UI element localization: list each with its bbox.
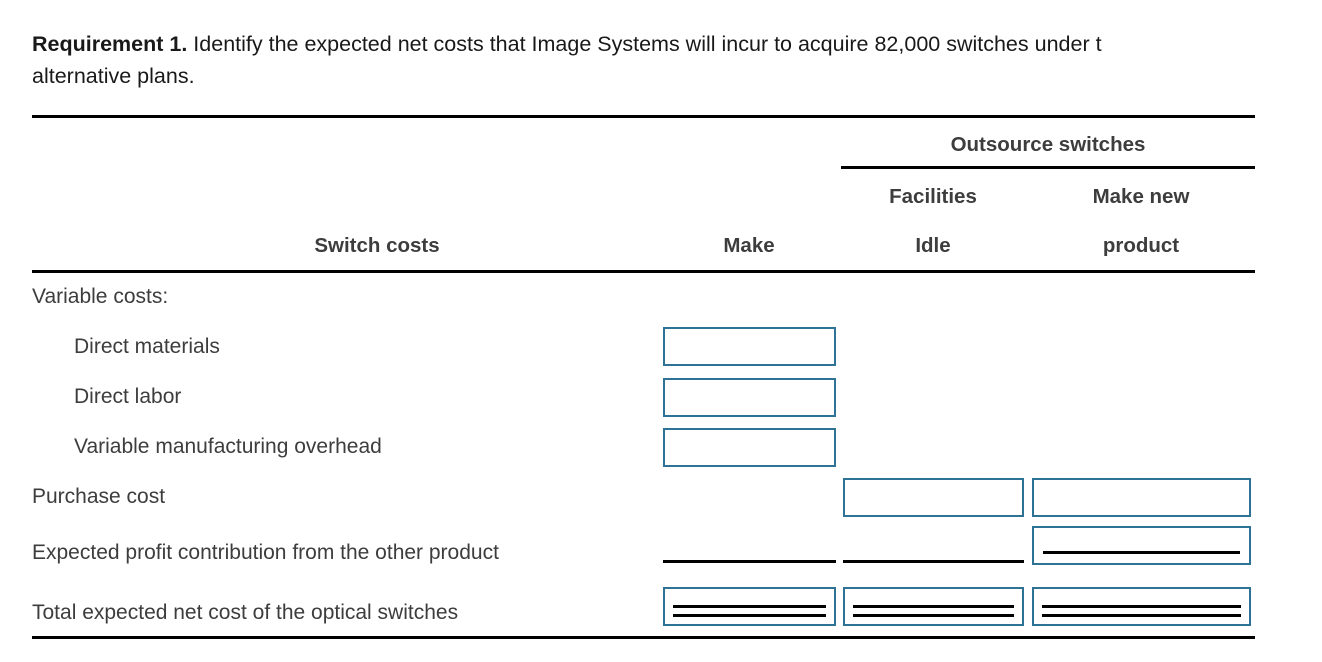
row-label-direct-materials: Direct materials [74,335,220,358]
subtotal-underline-expected-profit-make [663,560,836,563]
subtotal-underline-expected-profit-make-new-product [1043,551,1240,554]
column-header-make-new-product: product [1102,234,1180,257]
outsource-group-rule [841,166,1255,169]
total-double-underline-top-facilities-idle [853,605,1014,608]
input-expected-profit-contribution-make-new-product[interactable] [1032,526,1251,565]
column-header-make-new: Make new [1092,185,1190,208]
column-header-facilities-idle: Idle [915,234,951,257]
total-double-underline-bottom-facilities-idle [853,614,1014,617]
input-direct-materials-make[interactable] [663,327,836,366]
column-group-header-outsource-switches: Outsource switches [950,133,1146,156]
input-total-expected-net-cost-make-new-product[interactable] [1032,587,1251,626]
requirement-text-line1: Identify the expected net costs that Ima… [187,32,1102,56]
table-top-rule [32,115,1255,118]
total-double-underline-top-make [673,605,826,608]
table-bottom-rule [32,636,1255,639]
row-label-direct-labor: Direct labor [74,385,182,408]
row-label-variable-costs: Variable costs: [32,285,169,308]
input-purchase-cost-facilities-idle[interactable] [843,478,1024,517]
row-label-variable-manufacturing-overhead: Variable manufacturing overhead [74,435,382,458]
input-purchase-cost-make-new-product[interactable] [1032,478,1251,517]
row-label-total-expected-net-cost: Total expected net cost of the optical s… [32,601,459,624]
requirement-text-line2: alternative plans. [32,64,195,88]
input-direct-labor-make[interactable] [663,378,836,417]
worksheet-table: Outsource switches Switch costs Make Fac… [32,115,1255,639]
input-total-expected-net-cost-make[interactable] [663,587,836,626]
requirement-label: Requirement 1. [32,32,188,56]
input-variable-manufacturing-overhead-make[interactable] [663,428,836,467]
column-header-make: Make [723,234,775,257]
row-label-expected-profit-contribution: Expected profit contribution from the ot… [32,541,499,564]
column-header-facilities: Facilities [889,185,977,208]
input-total-expected-net-cost-facilities-idle[interactable] [843,587,1024,626]
total-double-underline-bottom-make-new-product [1042,614,1241,617]
requirement-prompt: Requirement 1. Identify the expected net… [32,28,1322,92]
row-label-purchase-cost: Purchase cost [32,485,166,508]
column-header-switch-costs: Switch costs [314,234,440,257]
table-header-bottom-rule [32,270,1255,273]
subtotal-underline-expected-profit-facilities-idle [843,560,1024,563]
total-double-underline-bottom-make [673,614,826,617]
total-double-underline-top-make-new-product [1042,605,1241,608]
